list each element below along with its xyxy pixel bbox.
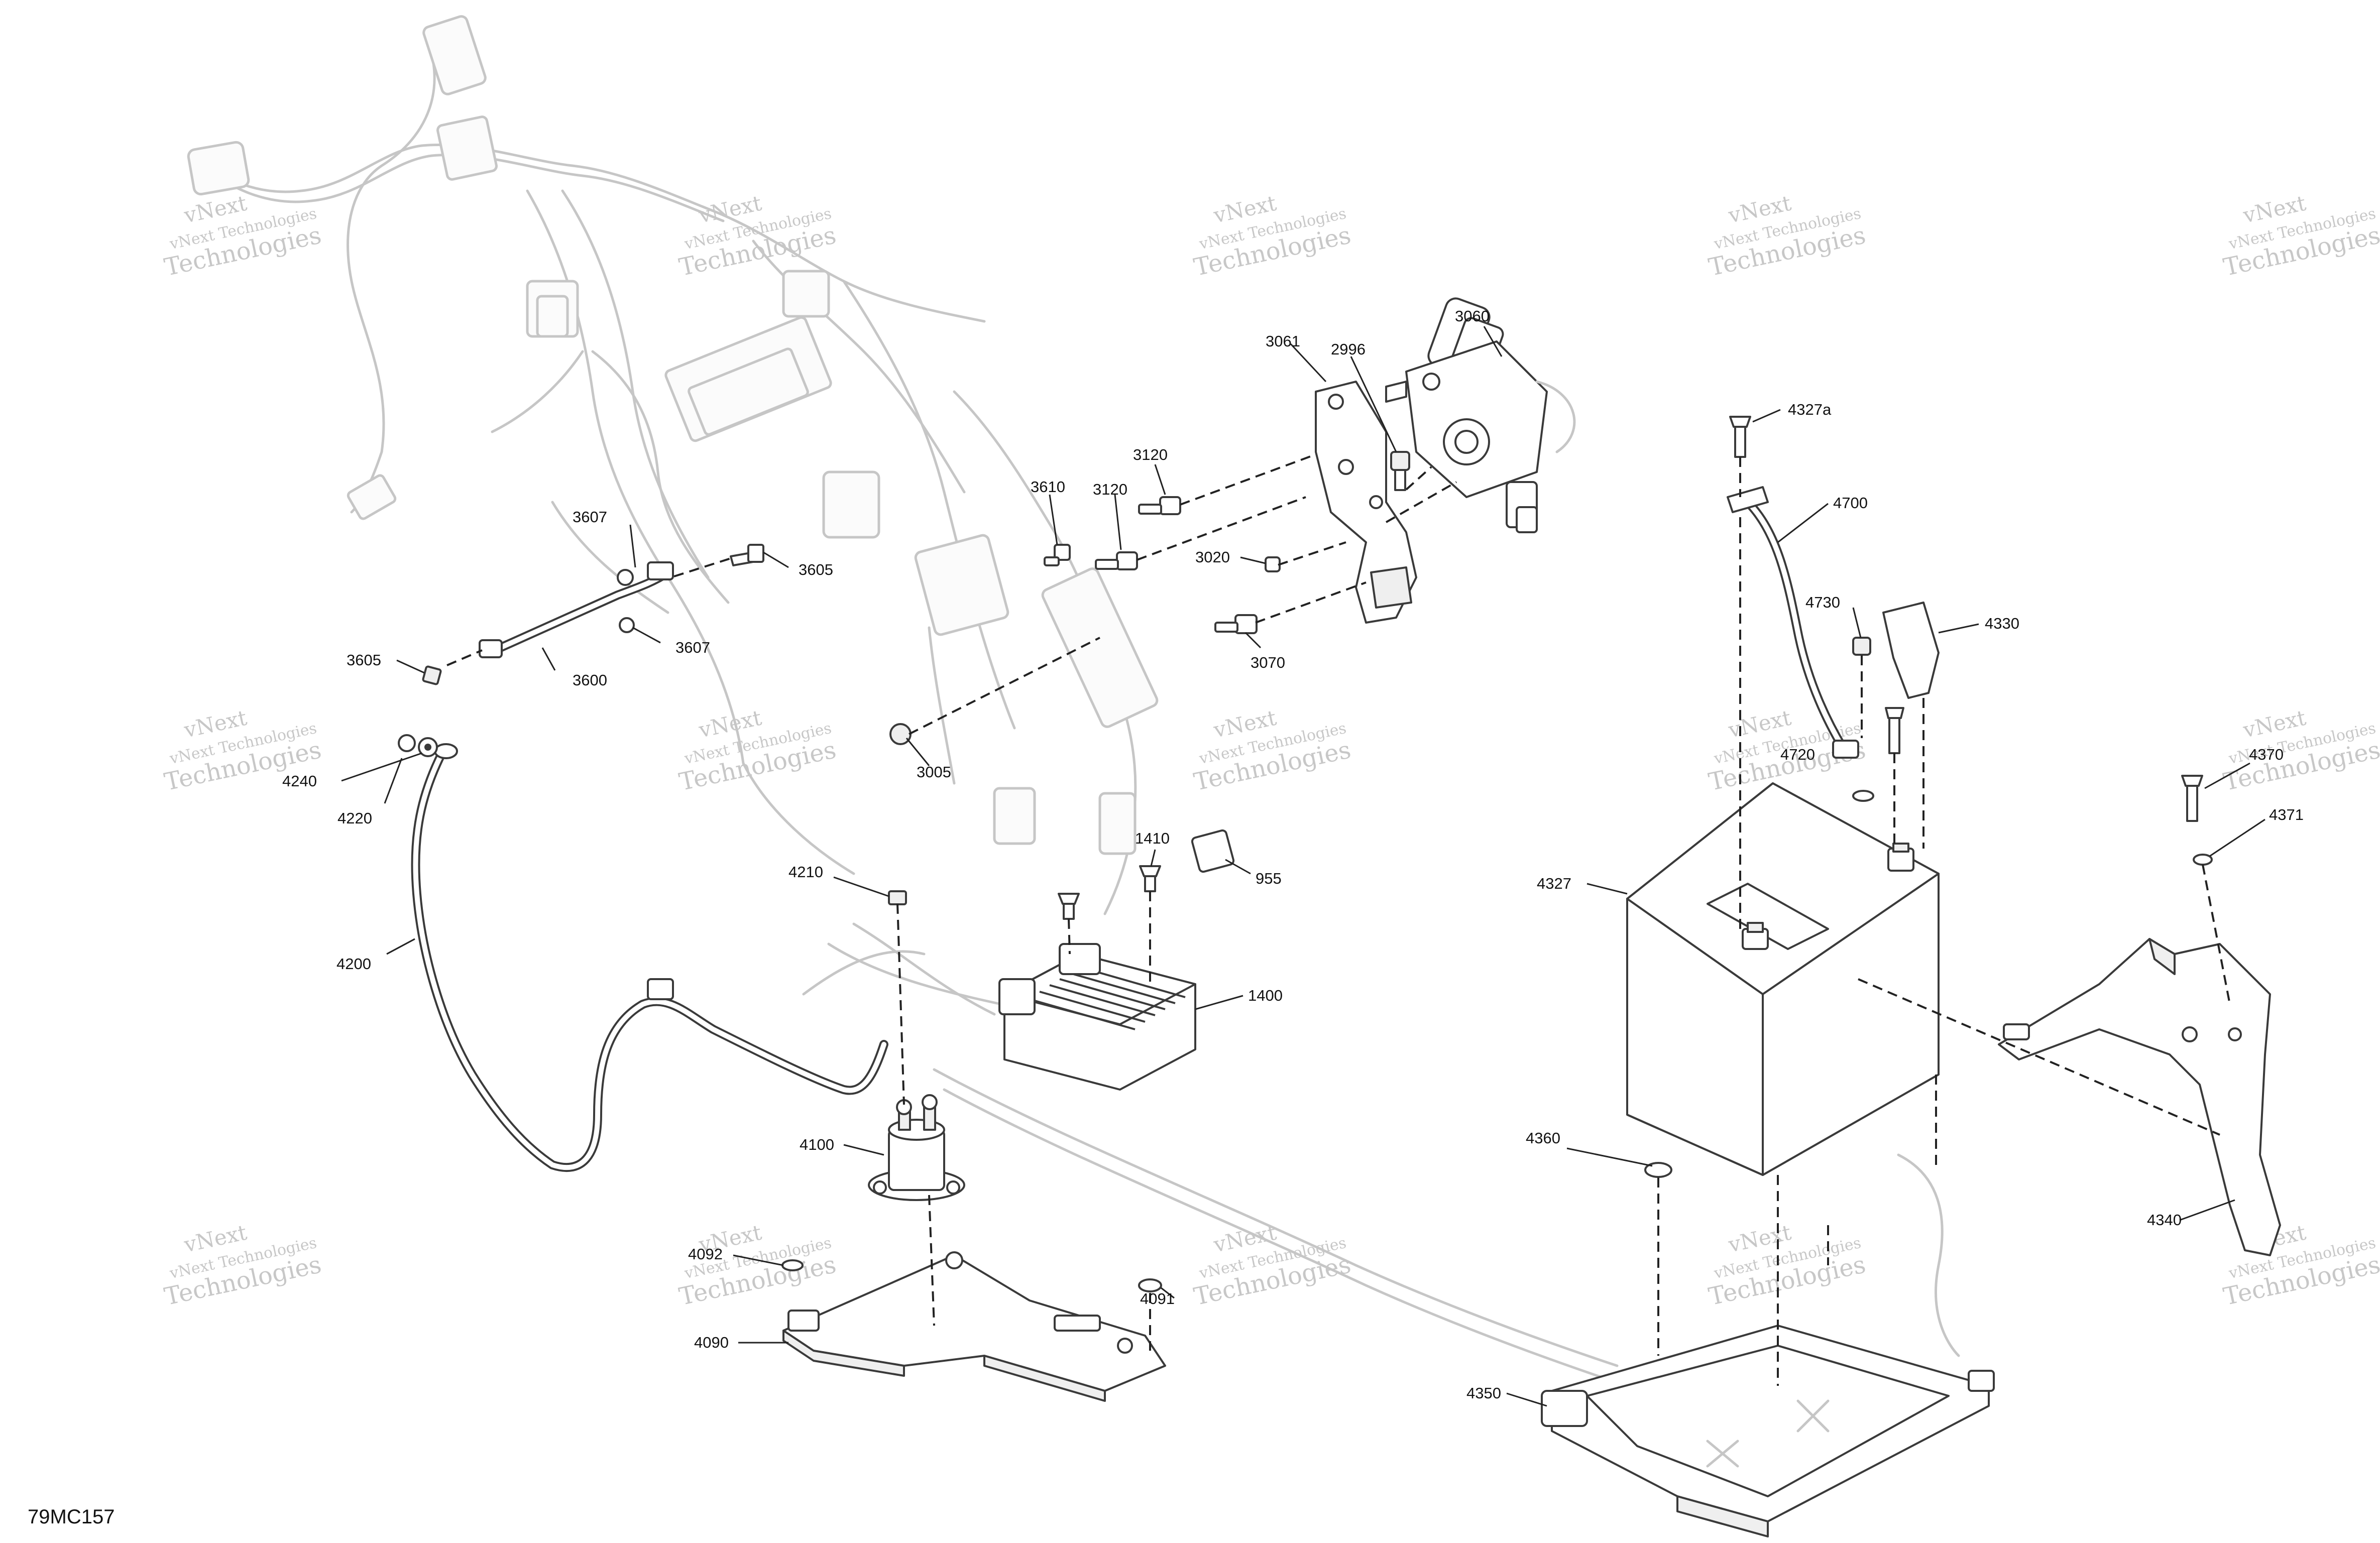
bracket-3061	[1315, 381, 1417, 624]
actuator-3060	[1385, 297, 1576, 533]
callout-label: 4340	[2147, 1211, 2182, 1229]
callout-label: 3061	[1266, 332, 1300, 350]
callout-label: 4092	[688, 1245, 723, 1263]
cable-4700	[1727, 416, 1859, 759]
callout-label: 1410	[1135, 829, 1170, 847]
callout-label: 3120	[1093, 481, 1127, 498]
voltage-regulator-1400	[998, 943, 1196, 1091]
callout-label: 4350	[1466, 1384, 1501, 1402]
starter-solenoid-4100	[868, 1094, 965, 1201]
callout-label: 2996	[1331, 340, 1366, 358]
callout-label: 4091	[1140, 1290, 1175, 1308]
callout-label: 4330	[1985, 615, 2019, 632]
callout-labels: 3060 3061 2996 3120 3120 3610 3020 3070 3005 3607…	[282, 307, 2304, 1402]
callout-label: 3610	[1031, 478, 1065, 496]
callout-label: 3020	[1195, 548, 1230, 566]
callout-label: 4090	[694, 1334, 729, 1351]
callout-label: 4720	[1780, 746, 1815, 763]
callout-leaders	[341, 326, 2265, 1407]
callout-label: 3120	[1133, 446, 1168, 463]
figure-code: 79MC157	[28, 1506, 115, 1528]
callout-label: 3070	[1251, 654, 1285, 671]
callout-label: 4360	[1526, 1129, 1560, 1147]
callout-label: 4327	[1537, 875, 1571, 892]
wiring-harness-ghost	[187, 15, 1960, 1387]
battery-bracket-4340	[1998, 775, 2281, 1256]
callout-label: 4210	[788, 863, 823, 881]
battery-cable-4200	[398, 734, 888, 1172]
solenoid-bracket-4090	[782, 1251, 1166, 1402]
battery-hardware	[1852, 602, 1940, 802]
fasteners	[781, 723, 1672, 1292]
callout-label: 4240	[282, 772, 317, 790]
callout-label: 3605	[799, 561, 833, 578]
callout-label: 3605	[347, 651, 381, 669]
callout-label: 1400	[1248, 987, 1283, 1004]
callout-label: 4200	[336, 955, 371, 973]
bolts-3100	[1044, 496, 1281, 634]
ground-strap-3600	[422, 544, 764, 685]
callout-label: 3005	[917, 763, 951, 781]
callout-label: 955	[1256, 870, 1282, 887]
callout-label: 4370	[2249, 746, 2284, 763]
callout-label: 3607	[675, 639, 710, 656]
callout-label: 4100	[800, 1136, 834, 1153]
callout-label: 3600	[573, 671, 607, 689]
callout-label: 3060	[1455, 307, 1490, 325]
callout-label: 4371	[2269, 806, 2304, 823]
battery-4327	[1626, 782, 1940, 1176]
callout-label: 4327a	[1788, 401, 1832, 418]
callout-label: 4220	[337, 809, 372, 827]
callout-label: 4700	[1833, 494, 1868, 512]
callout-label: 4730	[1805, 594, 1840, 611]
assembly-lines	[446, 453, 2231, 1386]
battery-tray-4350	[1541, 1325, 1995, 1537]
callout-label: 3607	[573, 508, 607, 526]
